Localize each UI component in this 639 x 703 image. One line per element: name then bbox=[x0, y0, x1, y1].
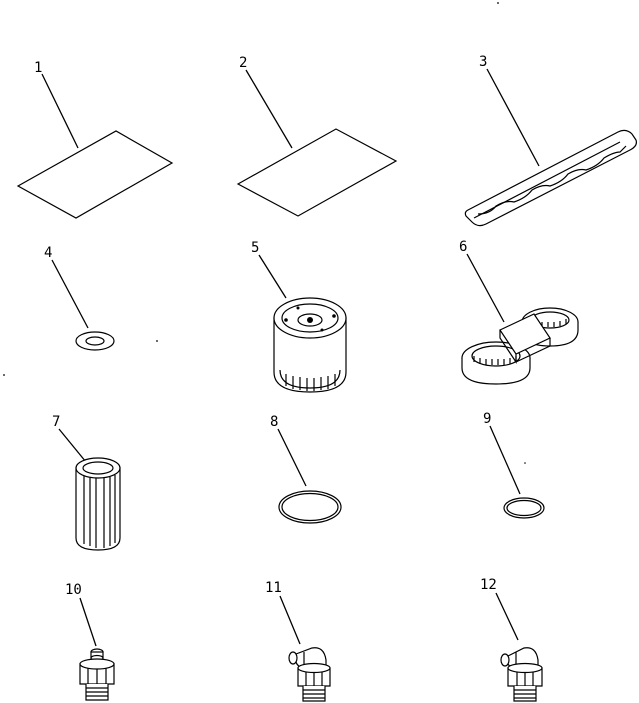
grease-fitting-straight-icon bbox=[79, 648, 115, 701]
callout-number-7: 7 bbox=[52, 414, 60, 430]
leader-line-8 bbox=[277, 428, 307, 487]
callout-number-6: 6 bbox=[459, 239, 467, 255]
callout-number-5: 5 bbox=[251, 240, 259, 256]
o-ring-icon bbox=[278, 490, 342, 524]
callout-number-3: 3 bbox=[479, 54, 487, 70]
part-1: 1 bbox=[16, 60, 174, 219]
part-3: 3 bbox=[464, 54, 637, 227]
leader-line-11 bbox=[279, 595, 301, 645]
scan-specks bbox=[3, 2, 526, 464]
spin-on-filter-icon bbox=[273, 297, 347, 393]
part-10: 10 bbox=[65, 582, 115, 701]
part-8: 8 bbox=[270, 414, 342, 524]
part-5: 5 bbox=[251, 240, 347, 393]
callout-number-11: 11 bbox=[265, 580, 282, 596]
part-6: 6 bbox=[459, 239, 579, 385]
leader-line-2 bbox=[245, 69, 293, 149]
leader-line-1 bbox=[41, 73, 79, 149]
callout-number-2: 2 bbox=[239, 55, 247, 71]
leader-line-7 bbox=[58, 428, 87, 463]
leader-line-9 bbox=[489, 425, 521, 495]
leader-line-3 bbox=[486, 68, 540, 167]
leader-line-6 bbox=[466, 253, 505, 323]
o-ring-icon bbox=[503, 497, 545, 519]
gasket-sheet-icon bbox=[236, 128, 398, 217]
part-7: 7 bbox=[52, 414, 121, 551]
part-12: 12 bbox=[480, 577, 543, 702]
part-2: 2 bbox=[236, 55, 398, 217]
part-4: 4 bbox=[44, 245, 115, 351]
filter-element-icon bbox=[75, 457, 121, 551]
leader-line-4 bbox=[51, 259, 89, 329]
part-11: 11 bbox=[265, 580, 331, 702]
washer-icon bbox=[75, 331, 115, 351]
callout-number-8: 8 bbox=[270, 414, 278, 430]
grease-fitting-angle-icon bbox=[288, 647, 331, 702]
callout-number-1: 1 bbox=[34, 60, 42, 76]
leader-line-5 bbox=[258, 254, 287, 299]
callout-number-12: 12 bbox=[480, 577, 497, 593]
callout-number-9: 9 bbox=[483, 411, 491, 427]
part-9: 9 bbox=[483, 411, 545, 519]
grease-fitting-angle-icon bbox=[500, 647, 543, 702]
gasket-sheet-icon bbox=[16, 130, 174, 219]
leader-line-10 bbox=[79, 597, 97, 647]
leader-line-12 bbox=[495, 592, 519, 641]
filter-wrench-icon bbox=[461, 307, 579, 385]
callout-number-10: 10 bbox=[65, 582, 82, 598]
cover-gasket-icon bbox=[464, 129, 637, 227]
callout-number-4: 4 bbox=[44, 245, 52, 261]
